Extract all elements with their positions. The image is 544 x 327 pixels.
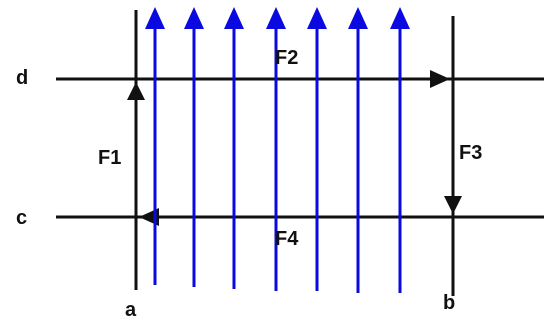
field-line-arrowhead-7 [390,7,410,29]
field-line-arrowhead-2 [184,7,204,29]
label-c: c [16,207,28,229]
label-a: a [125,299,137,321]
field-line-arrowhead-6 [348,7,368,29]
f3-arrowhead [444,196,462,214]
label-d: d [16,67,29,89]
label-b: b [443,292,456,314]
magnetic-field-lines [145,7,410,293]
label-f4: F4 [275,228,299,250]
field-line-arrowhead-1 [145,7,165,29]
label-f2: F2 [275,47,299,69]
field-line-arrowhead-5 [307,7,327,29]
field-line-arrowhead-4 [266,7,286,29]
f2-arrowhead [430,70,450,88]
label-f3: F3 [459,142,483,164]
label-f1: F1 [98,147,122,169]
field-line-arrowhead-3 [224,7,244,29]
f1-arrowhead [127,82,145,100]
